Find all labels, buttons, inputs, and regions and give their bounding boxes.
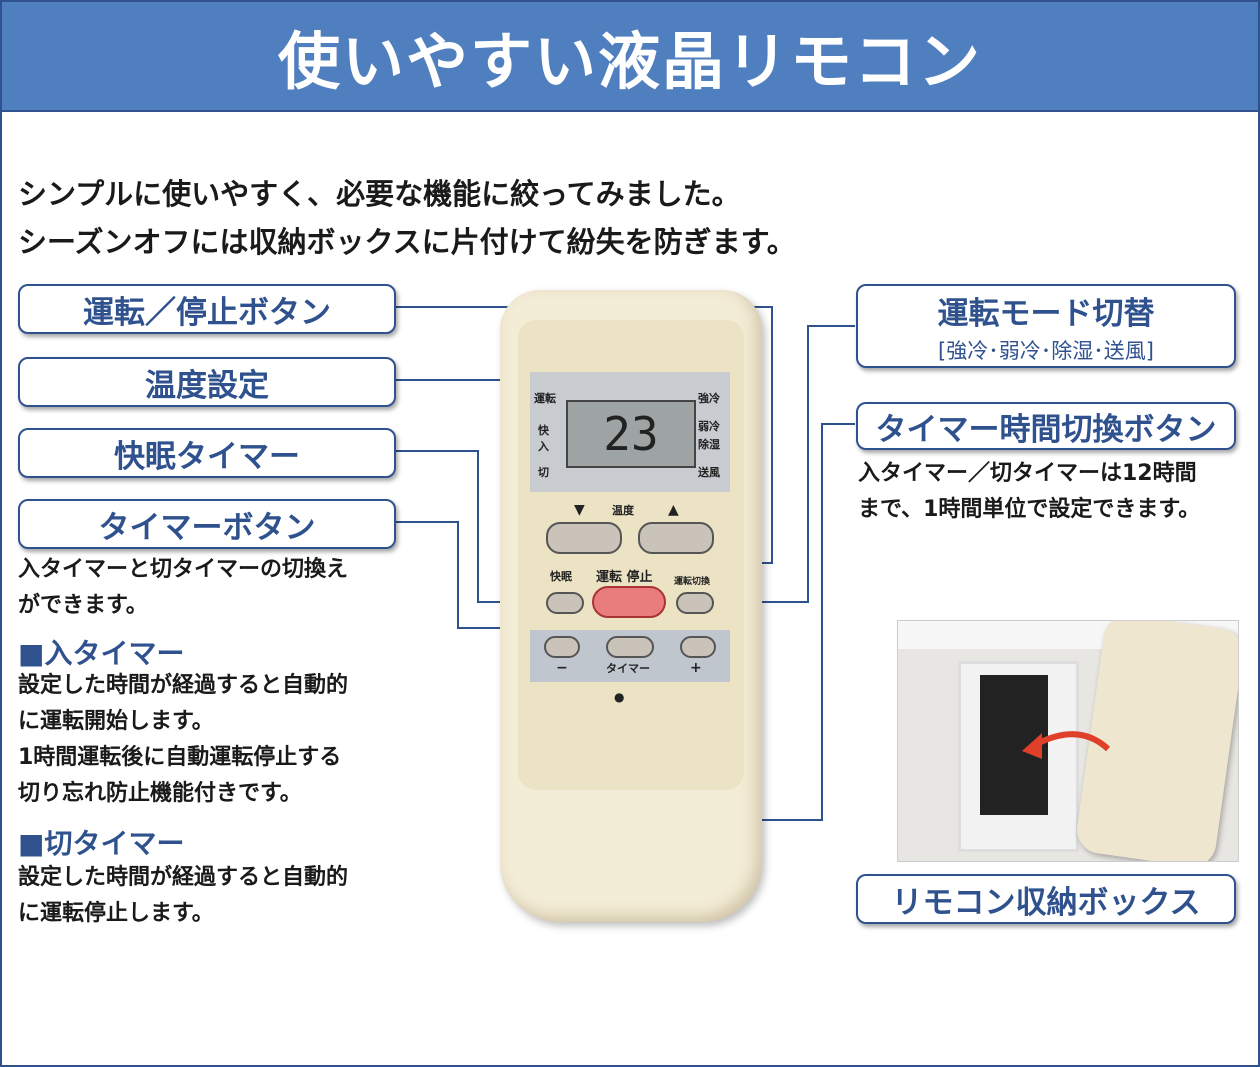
off-timer-heading: ■切タイマー [18, 827, 185, 860]
page-title: 使いやすい液晶リモコン [277, 25, 982, 98]
sleep-timer-button[interactable] [546, 592, 584, 614]
lcd-left-label: 快 [538, 424, 549, 437]
minus-label: − [556, 660, 568, 676]
on-timer-description: 設定した時間が経過すると自動的 に運転開始します。 1時間運転後に自動運転停止す… [18, 668, 348, 812]
desc-line: 設定した時間が経過すると自動的 [18, 673, 349, 698]
lcd-left-label: 入 [538, 440, 549, 453]
label-sleep-timer: 快眠タイマー [18, 428, 396, 478]
intro-line-1: シンプルに使いやすく、必要な機能に絞ってみました。 [18, 177, 741, 211]
on-timer-heading: ■入タイマー [18, 637, 185, 670]
mode-switch-button[interactable] [676, 592, 714, 614]
intro-text: シンプルに使いやすく、必要な機能に絞ってみました。 シーズンオフには収納ボックス… [18, 170, 796, 266]
sleep-label: 快眠 [550, 570, 572, 583]
label-storage-text: リモコン収納ボックス [891, 884, 1201, 921]
desc-line: 入タイマーと切タイマーの切換え [18, 557, 349, 582]
label-power-button: 運転／停止ボタン [18, 284, 396, 334]
remote-control: 運転 快 入 切 23 強冷 弱冷 除湿 送風 ▼ 温度 ▲ 快眠 運転 停止 … [500, 290, 762, 922]
label-power-text: 運転／停止ボタン [83, 294, 331, 331]
temp-down-arrow-icon: ▼ [574, 502, 585, 518]
lcd-left-label: 切 [538, 466, 549, 479]
desc-line: 設定した時間が経過すると自動的 [18, 865, 349, 890]
desc-line: ができます。 [18, 593, 148, 618]
timer-description: 入タイマーと切タイマーの切換え ができます。 [18, 552, 348, 624]
timer-strip: − タイマー + [530, 630, 730, 682]
temp-up-arrow-icon: ▲ [668, 502, 679, 518]
lcd-left-label: 運転 [534, 392, 556, 405]
reset-dot-icon: ● [614, 690, 625, 704]
off-timer-description: 設定した時間が経過すると自動的 に運転停止します。 [18, 860, 348, 932]
timer-button[interactable] [606, 636, 654, 658]
insert-arrow-icon [1022, 731, 1111, 759]
desc-line: 切り忘れ防止機能付きです。 [18, 781, 302, 806]
power-button[interactable] [592, 586, 666, 618]
label-sleep-text: 快眠タイマー [114, 438, 300, 475]
desc-line: 入タイマー／切タイマーは12時間 [858, 461, 1197, 486]
lcd-right-label: 送風 [698, 466, 720, 479]
label-temp: 温度設定 [18, 357, 396, 407]
desc-line: 1時間運転後に自動運転停止する [18, 745, 342, 770]
desc-line: に運転開始します。 [18, 709, 214, 734]
lcd-right-label: 弱冷 [698, 420, 720, 433]
label-mode-switch: 運転モード切替 [強冷･弱冷･除湿･送風] [856, 284, 1236, 368]
lcd-right-label: 強冷 [698, 392, 720, 405]
timer-label: タイマー [606, 662, 650, 675]
power-label: 運転 停止 [596, 570, 653, 585]
mode-label: 運転切換 [674, 577, 711, 587]
storage-box-photo [897, 620, 1239, 862]
temp-up-button[interactable] [638, 522, 714, 554]
lcd-right-label: 除湿 [698, 438, 720, 451]
lcd-display: 23 [566, 400, 696, 468]
desc-line: に運転停止します。 [18, 901, 214, 926]
label-mode-sub: [強冷･弱冷･除湿･送風] [938, 338, 1154, 363]
label-timer-switch: タイマー時間切換ボタン [856, 402, 1236, 450]
timer-minus-button[interactable] [544, 636, 580, 658]
label-timer-switch-text: タイマー時間切換ボタン [875, 411, 1217, 448]
timer-switch-description: 入タイマー／切タイマーは12時間 まで、1時間単位で設定できます。 [858, 456, 1200, 528]
label-timer-button: タイマーボタン [18, 499, 396, 549]
label-temp-text: 温度設定 [145, 367, 269, 404]
temp-down-button[interactable] [546, 522, 622, 554]
lcd-area: 運転 快 入 切 23 強冷 弱冷 除湿 送風 [530, 372, 730, 492]
label-mode-text: 運転モード切替 [937, 295, 1155, 332]
temp-label: 温度 [612, 504, 634, 517]
plus-label: + [690, 660, 702, 676]
label-timer-text: タイマーボタン [98, 509, 316, 546]
header-banner: 使いやすい液晶リモコン [2, 2, 1258, 112]
timer-plus-button[interactable] [680, 636, 716, 658]
label-storage-box: リモコン収納ボックス [856, 874, 1236, 924]
intro-line-2: シーズンオフには収納ボックスに片付けて紛失を防ぎます。 [18, 225, 796, 259]
desc-line: まで、1時間単位で設定できます。 [858, 497, 1201, 522]
